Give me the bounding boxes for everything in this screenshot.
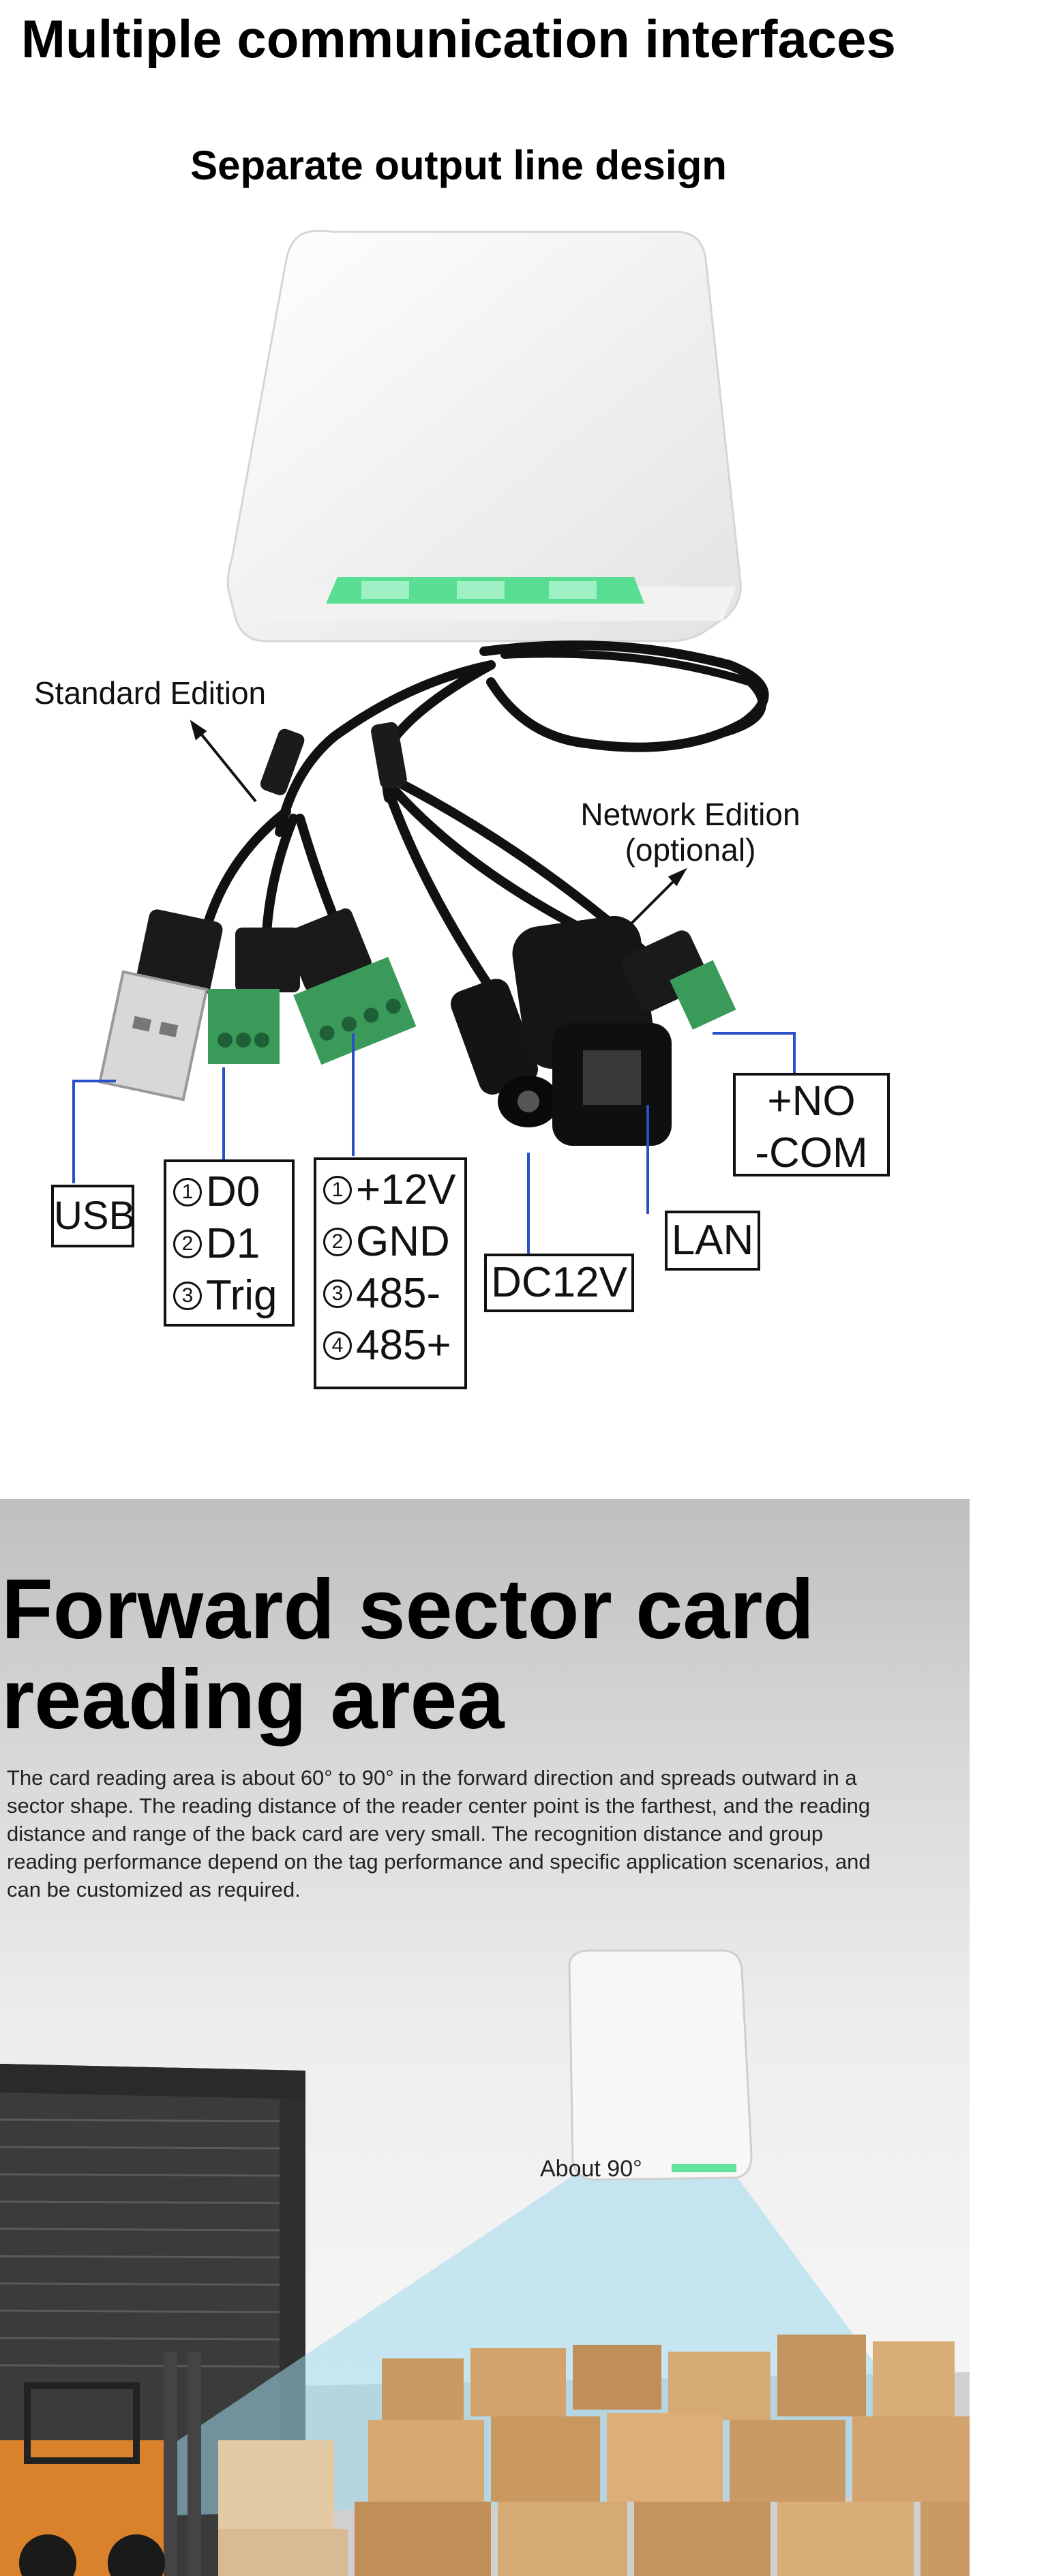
standard-edition-callout: Standard Edition xyxy=(34,675,267,711)
interfaces-title: Multiple communication interfaces xyxy=(21,9,896,69)
wiegand-terminal-connector xyxy=(208,928,300,1064)
reading-area-title: Forward sector card reading area xyxy=(1,1565,956,1745)
pin-number: 1 xyxy=(173,1178,202,1206)
interfaces-section: Multiple communication interfaces Separa… xyxy=(21,9,896,1389)
pin-number: 2 xyxy=(323,1228,352,1256)
pin-number: 2 xyxy=(173,1230,202,1258)
lan-label: LAN xyxy=(665,1211,760,1271)
interfaces-subtitle: Separate output line design xyxy=(190,143,727,188)
relay-terminal-connector xyxy=(621,930,736,1030)
angle-label: About 90° xyxy=(540,2156,642,2182)
relay-label: +NO -COM xyxy=(733,1073,890,1176)
cardboard-boxes xyxy=(218,2335,970,2576)
reading-area-title-line1: Forward sector card xyxy=(1,1563,815,1657)
mounted-reader xyxy=(568,1949,753,2181)
reading-area-section: Forward sector card reading area The car… xyxy=(0,1499,970,2576)
pin-name: GND xyxy=(356,1218,450,1265)
relay-no-label: +NO xyxy=(767,1078,856,1125)
pin-number: 4 xyxy=(323,1331,352,1360)
forklift xyxy=(0,2352,201,2576)
dc-jack-connector xyxy=(450,979,559,1127)
pin-name: Trig xyxy=(206,1272,278,1319)
warehouse-scene-illustration xyxy=(0,1949,970,2576)
network-edition-callout: Network Edition (optional) xyxy=(563,797,818,868)
dc12v-label: DC12V xyxy=(484,1254,634,1312)
pin-name: D1 xyxy=(206,1220,260,1267)
usb-connector xyxy=(98,909,223,1101)
pin-number: 3 xyxy=(173,1282,202,1310)
pin-number: 3 xyxy=(323,1279,352,1308)
pin-number: 1 xyxy=(323,1176,352,1204)
pin-name: 485+ xyxy=(356,1322,451,1369)
pin-row: 1+12V xyxy=(323,1164,458,1216)
lan-connector xyxy=(512,915,672,1146)
network-edition-line1: Network Edition xyxy=(580,797,800,832)
reader-with-cables-illustration xyxy=(72,229,796,1255)
relay-com-label: -COM xyxy=(755,1129,868,1176)
pin-name: 485- xyxy=(356,1270,441,1317)
usb-label: USB xyxy=(51,1185,135,1247)
power-rs485-terminal-connector xyxy=(284,908,417,1065)
network-edition-line2: (optional) xyxy=(625,832,756,868)
pin-name: +12V xyxy=(356,1166,456,1213)
reading-area-description: The card reading area is about 60° to 90… xyxy=(7,1766,871,1901)
reading-area-title-line2: reading area xyxy=(1,1653,505,1747)
reader-body xyxy=(226,229,742,642)
pin-name: D0 xyxy=(206,1168,260,1215)
